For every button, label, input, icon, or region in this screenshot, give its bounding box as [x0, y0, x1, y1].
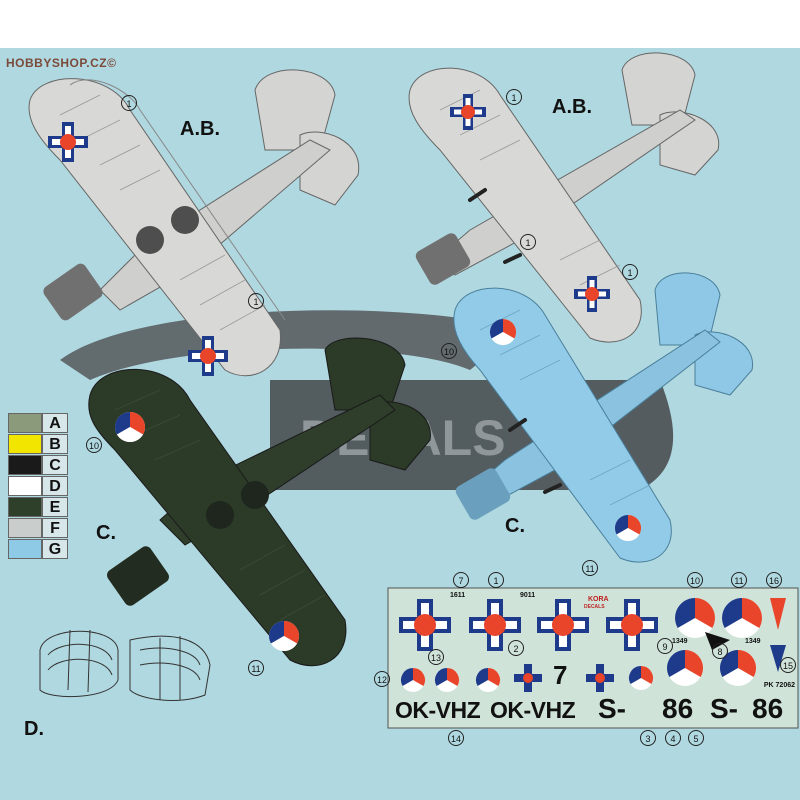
roundel-cross: [48, 122, 88, 162]
legend-letter: A: [42, 413, 68, 433]
legend-row: B: [8, 434, 68, 455]
callout-number: 1: [248, 293, 264, 309]
decal-code: 86: [662, 693, 694, 724]
legend-swatch: [8, 518, 42, 538]
callout-number: 10: [441, 343, 457, 359]
legend-swatch: [8, 539, 42, 559]
decal-code: S-: [710, 693, 738, 724]
legend-letter: C: [42, 455, 68, 475]
legend-row: C: [8, 455, 68, 476]
callout-number: 5: [688, 730, 704, 746]
legend-letter: B: [42, 434, 68, 454]
decal-product-code: PK 72062: [763, 682, 795, 689]
legend-row: E: [8, 497, 68, 518]
watermark-text: HOBBYSHOP.CZ©: [6, 56, 117, 70]
callout-number: 1: [506, 89, 522, 105]
roundel-cross: [188, 336, 228, 376]
roundel-tricolour: [489, 318, 517, 346]
callout-number: 2: [508, 640, 524, 656]
decal-brand-sub: DECALS: [584, 604, 605, 610]
legend-swatch: [8, 497, 42, 517]
aircraft-grey-top-view-left: [28, 69, 360, 377]
callout-number: 15: [780, 657, 796, 673]
aircraft-blue-bottom-view: [453, 272, 753, 563]
color-legend: A B C D E F G: [8, 413, 68, 560]
callout-number: 12: [374, 671, 390, 687]
callout-number: 8: [712, 643, 728, 659]
callout-number: 1: [121, 95, 137, 111]
legend-swatch: [8, 413, 42, 433]
roundel-tricolour: [114, 412, 146, 443]
decal-registration: OK-VHZ: [490, 697, 576, 723]
decal-code: S-: [598, 693, 626, 724]
decal-small-number: 9011: [520, 592, 536, 599]
legend-letter: E: [42, 497, 68, 517]
legend-row: A: [8, 413, 68, 434]
aircraft-grey-bottom-view-right: [408, 52, 720, 343]
callout-number: 3: [640, 730, 656, 746]
callout-number: 10: [687, 572, 703, 588]
roundel-tricolour: [614, 514, 642, 542]
callout-number: 10: [86, 437, 102, 453]
callout-number: 1: [622, 264, 638, 280]
callout-number: 4: [665, 730, 681, 746]
label-ab-right: A.B.: [552, 96, 592, 118]
decal-sheet: [387, 587, 799, 729]
decal-small-number: 1611: [450, 592, 466, 599]
callout-number: 13: [428, 649, 444, 665]
callout-number: 1: [520, 234, 536, 250]
callout-number: 7: [453, 572, 469, 588]
callout-number: 1: [488, 572, 504, 588]
label-c-right: C.: [505, 515, 525, 537]
callout-number: 16: [766, 572, 782, 588]
roundel-cross: [450, 94, 486, 130]
callout-number: 9: [657, 638, 673, 654]
callout-number: 14: [448, 730, 464, 746]
legend-row: D: [8, 476, 68, 497]
legend-swatch: [8, 476, 42, 496]
legend-swatch: [8, 455, 42, 475]
legend-letter: F: [42, 518, 68, 538]
legend-row: G: [8, 539, 68, 560]
decal-code: 86: [752, 693, 784, 724]
label-c-left: C.: [96, 522, 116, 544]
decal-registration: OK-VHZ: [395, 697, 481, 723]
decal-number-7: 7: [553, 660, 568, 690]
legend-swatch: [8, 434, 42, 454]
legend-letter: D: [42, 476, 68, 496]
label-d: D.: [24, 718, 44, 740]
decal-brand: KORA: [588, 596, 609, 603]
callout-number: 11: [731, 572, 747, 588]
decal-small-number: 1349: [745, 638, 761, 645]
label-ab-left: A.B.: [180, 118, 220, 140]
roundel-cross: [574, 276, 610, 312]
callout-number: 11: [248, 660, 264, 676]
detail-d-drawings: [39, 629, 211, 701]
roundel-tricolour: [268, 621, 300, 652]
legend-row: F: [8, 518, 68, 539]
decal-small-number: 1349: [672, 638, 688, 645]
callout-number: 11: [582, 560, 598, 576]
legend-letter: G: [42, 539, 68, 559]
aircraft-green-top-view: [88, 337, 431, 667]
